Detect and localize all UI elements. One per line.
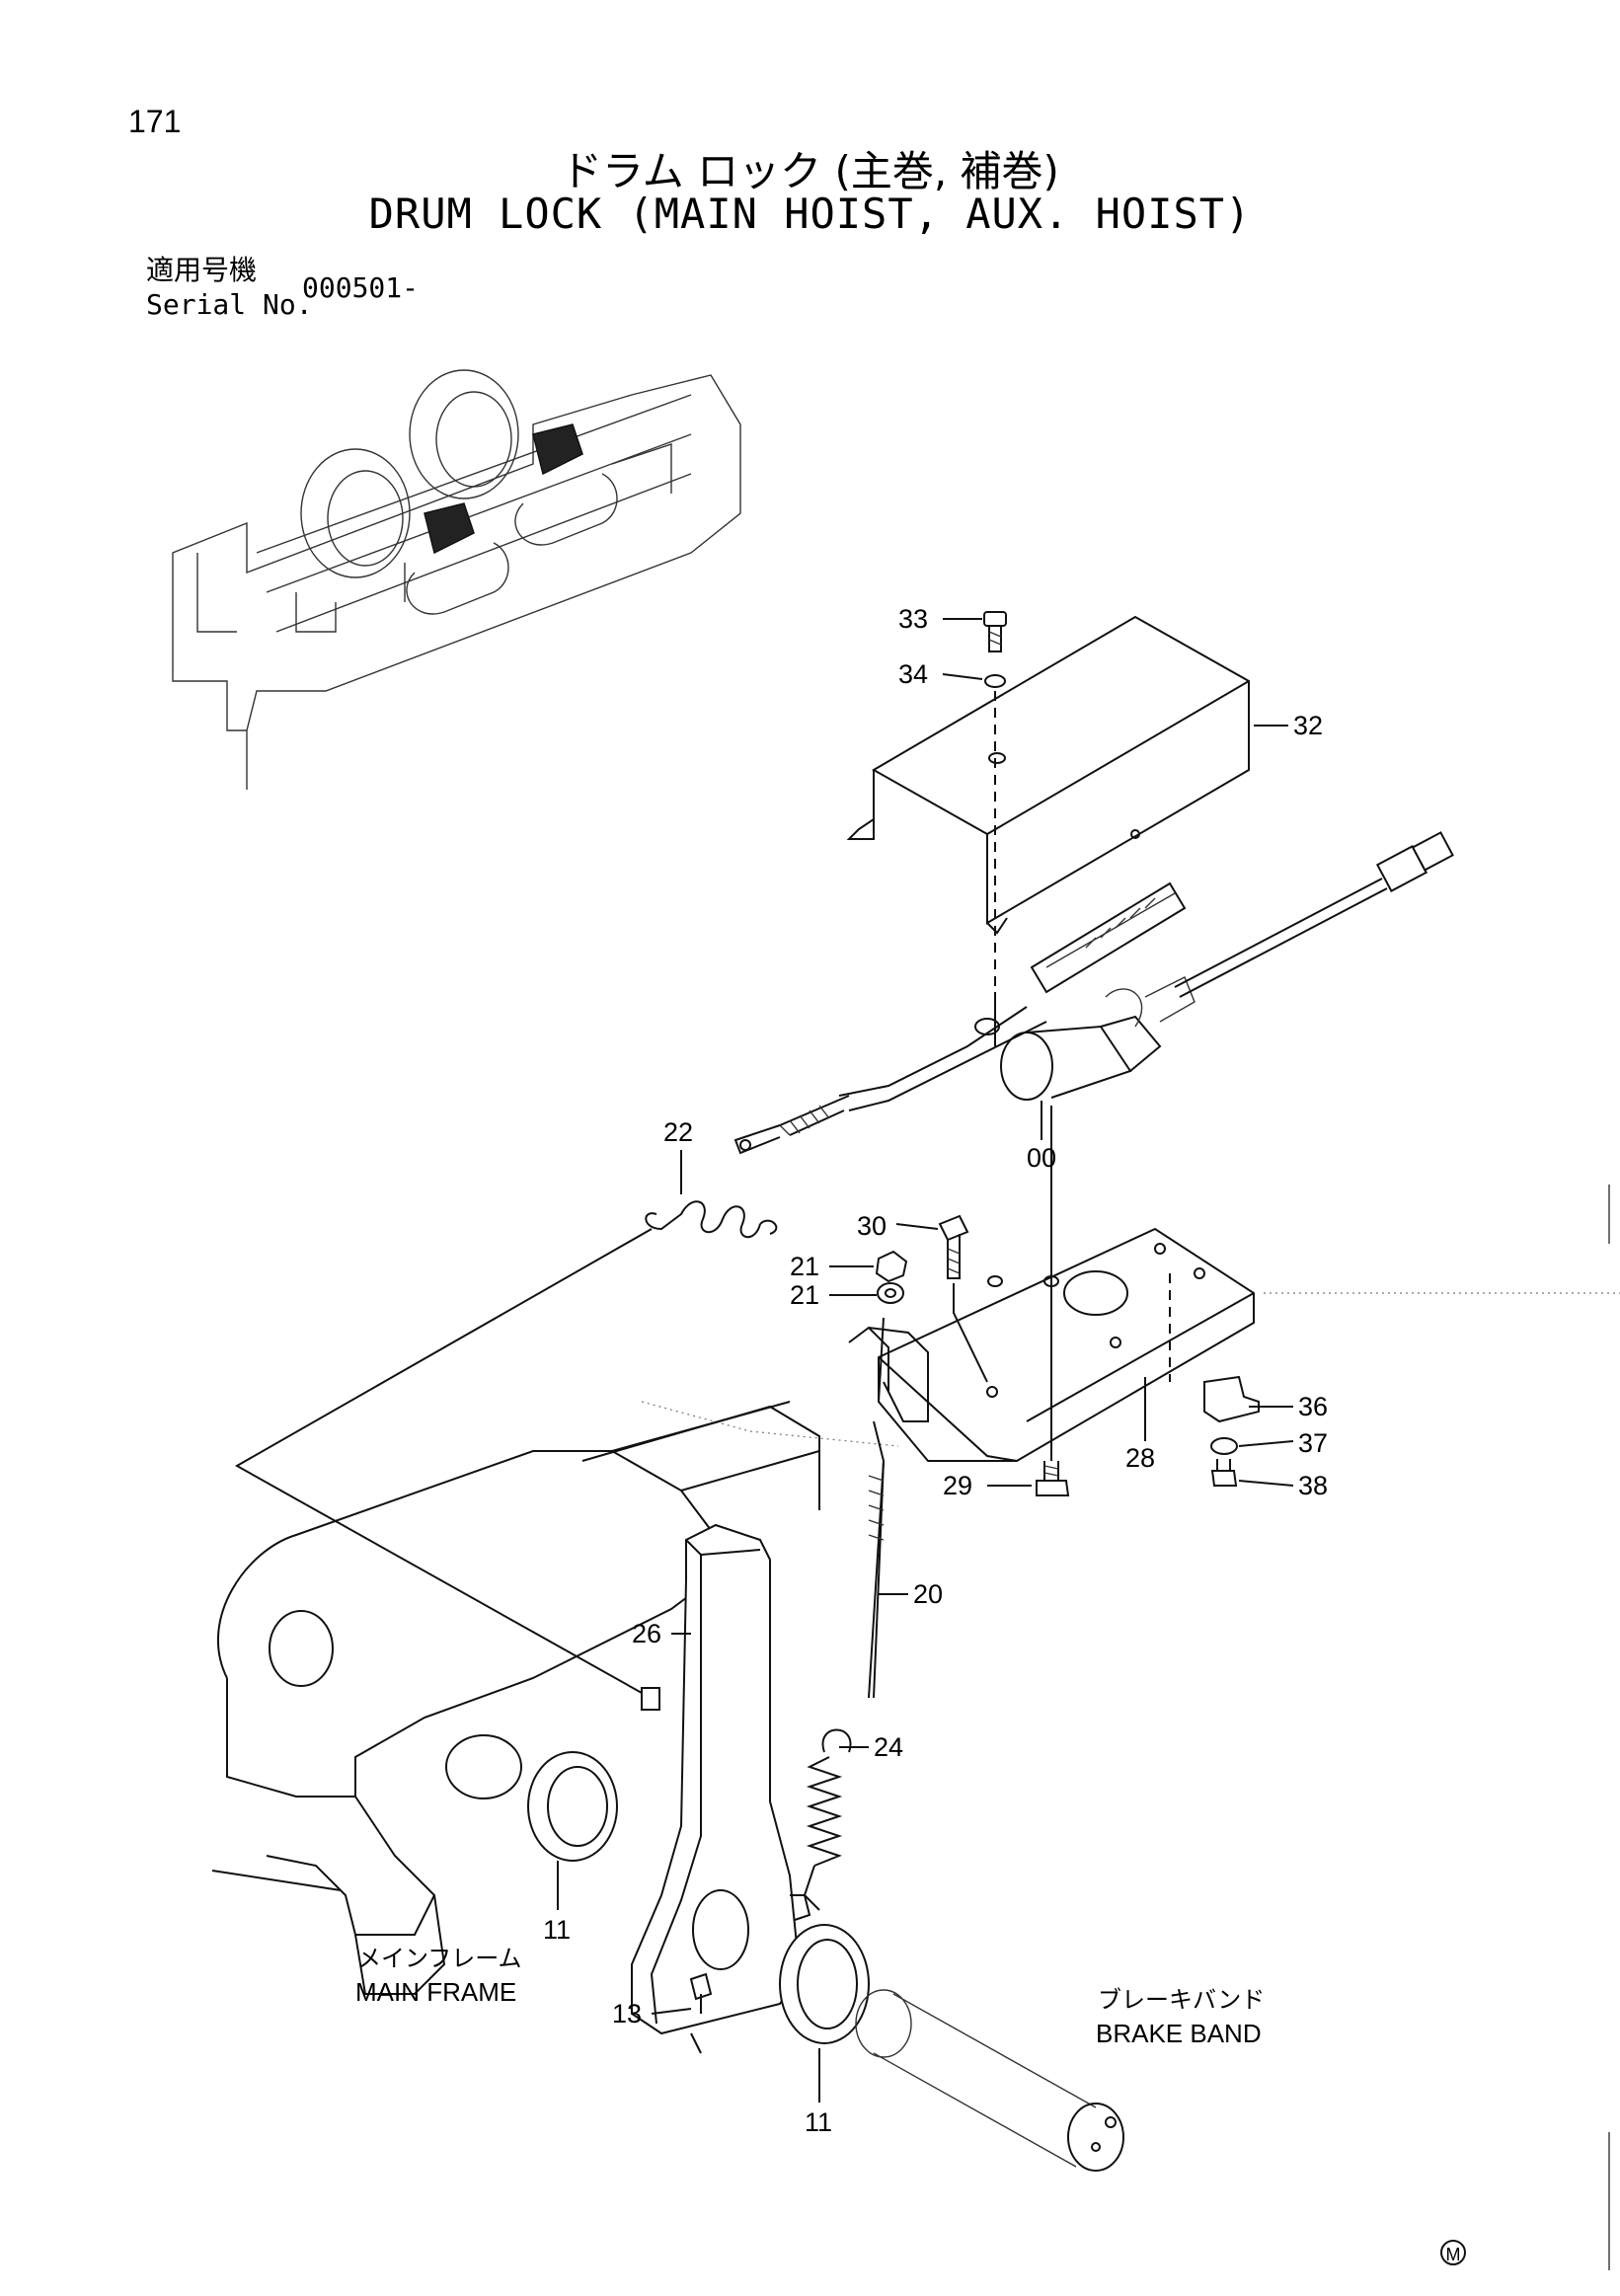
- page-number: 171: [128, 104, 182, 139]
- part-label-11-frame: 11: [543, 1915, 572, 1945]
- spring-22: [645, 1200, 778, 1239]
- cover-32: [846, 615, 1250, 935]
- part-label-30: 30: [857, 1211, 887, 1241]
- washer-11-frame: [527, 1751, 618, 1910]
- part-label-26: 26: [632, 1619, 662, 1648]
- part-label-36: 36: [1298, 1392, 1329, 1421]
- actuator-00: [733, 831, 1454, 1155]
- part-label-11-lever: 11: [805, 2107, 833, 2137]
- part-label-21-upper: 21: [790, 1252, 820, 1281]
- bolt-33: [983, 611, 1007, 652]
- washer-11-lever: [779, 1924, 870, 2103]
- part-label-24: 24: [874, 1732, 904, 1762]
- clip-36: [1203, 1375, 1260, 1423]
- part-label-22: 22: [663, 1117, 694, 1147]
- locator-view: [172, 369, 741, 790]
- part-label-20: 20: [913, 1579, 944, 1609]
- base-plate-28: [848, 1227, 1255, 1462]
- bolt-38: [1210, 1459, 1238, 1487]
- washer-37: [1210, 1437, 1238, 1455]
- part-label-32: 32: [1293, 711, 1324, 740]
- part-label-21-lower: 21: [790, 1280, 820, 1310]
- reference-line-frame: [211, 1870, 342, 1891]
- nut-21-upper: [875, 1250, 908, 1283]
- main-frame-caption-japanese: メインフレーム: [357, 1945, 522, 1972]
- part-label-33: 33: [898, 604, 929, 634]
- serial-label-english: Serial No.: [146, 288, 313, 321]
- main-frame: [216, 1401, 820, 1995]
- title-japanese: ドラム ロック (主巻, 補巻): [561, 147, 1059, 195]
- spring-24: [803, 1728, 852, 1911]
- part-label-13: 13: [612, 1999, 643, 2028]
- part-label-37: 37: [1298, 1428, 1329, 1458]
- grease-nipple-13: [689, 1972, 713, 2014]
- reference-line-lever: [234, 1228, 653, 1694]
- main-frame-caption-english: MAIN FRAME: [355, 1977, 517, 2007]
- rod-20: [868, 1317, 886, 1699]
- bolt-29: [1036, 1461, 1070, 1496]
- manufacturer-mark: M: [1446, 2245, 1461, 2264]
- part-label-34: 34: [898, 659, 929, 689]
- brake-band: [855, 1989, 1124, 2172]
- part-label-29: 29: [943, 1471, 973, 1500]
- brake-band-caption-japanese: ブレーキバンド: [1098, 1986, 1266, 2014]
- reference-line-frame-top: [641, 1401, 899, 1447]
- serial-number-value: 000501-: [302, 271, 420, 304]
- part-label-00: 00: [1027, 1143, 1057, 1173]
- part-label-38: 38: [1298, 1471, 1329, 1500]
- manufacturer-mark-circle: [1440, 2240, 1466, 2265]
- part-label-28: 28: [1125, 1443, 1156, 1473]
- nut-21-lower: [877, 1282, 904, 1304]
- leader-lines: [651, 618, 1294, 2015]
- title-english: DRUM LOCK (MAIN HOIST, AUX. HOIST): [368, 190, 1252, 238]
- serial-label-japanese: 適用号機: [146, 254, 258, 286]
- lever-26: [631, 1523, 811, 2054]
- washer-34: [984, 674, 1006, 688]
- bolt-30: [938, 1214, 988, 1383]
- brake-band-caption-english: BRAKE BAND: [1096, 2019, 1262, 2048]
